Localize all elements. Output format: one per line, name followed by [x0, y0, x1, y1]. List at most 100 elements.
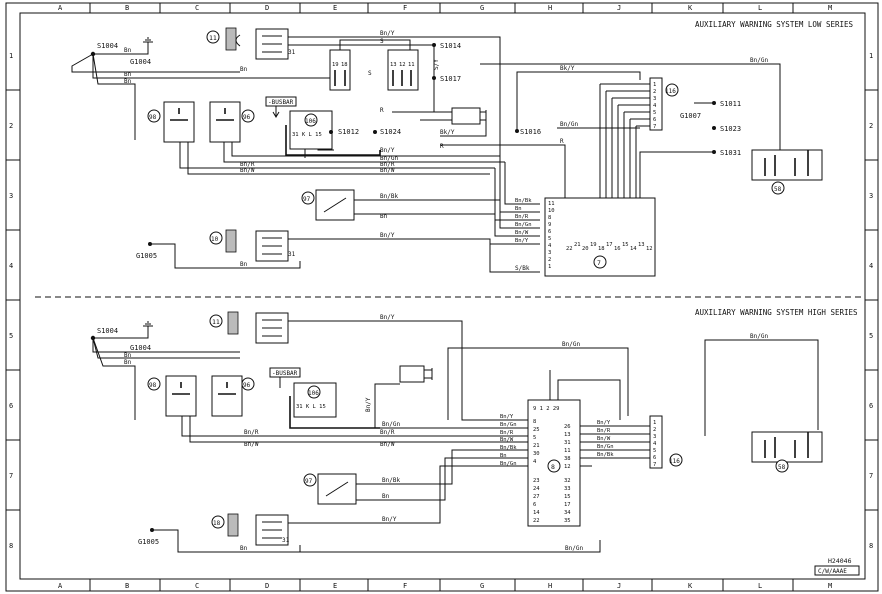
- low-116-down-lines: [599, 84, 637, 240]
- high-wire-bngn-bottom: [300, 540, 601, 553]
- low-7-wire-label-2: Bn: [515, 206, 522, 212]
- low-busbar-tag: [265, 96, 297, 107]
- low-wire-label-bngn-mid: Bn/Gn: [560, 121, 578, 128]
- high-component-106-tag: [307, 385, 321, 399]
- low-s1014-label: S1014: [440, 42, 461, 50]
- low-wire-label-r-to-7: R: [560, 138, 564, 145]
- grid-row-2-right: 2: [869, 122, 873, 130]
- low-sensor-leads: [420, 111, 452, 121]
- low-component-106-tag: [304, 113, 318, 127]
- low-series-diagram: S1004 Bn Bn Bn Bn G1004 11 31 Bn/Y S S10…: [71, 27, 823, 277]
- low-s1024-label: S1024: [380, 128, 401, 136]
- high-8-pin-8: 8: [533, 419, 536, 425]
- low-11-contacts: [262, 35, 282, 53]
- high-wires-8-top: [549, 370, 621, 420]
- high-8-pin-26: 26: [564, 424, 571, 430]
- high-wires-98-96-out: [181, 416, 495, 443]
- high-busbar-tag: [269, 367, 301, 378]
- high-8-pin-30: 30: [533, 451, 540, 457]
- high-116-in-label-5: Bn/Bk: [597, 452, 614, 458]
- high-wire-labels-8-to-116: Bn/Y Bn/R Bn/W Bn/Gn Bn/Bk: [597, 420, 614, 458]
- low-s1017-label: S1017: [440, 75, 461, 83]
- grid-row-numbers: 1 2 3 4 5 6 7 8 1 2 3 4 5 6 7 8: [9, 52, 873, 550]
- low-s1024-dot: [373, 130, 377, 134]
- low-7-pin-19: 19: [590, 242, 597, 248]
- high-116-pin-3: 3: [653, 434, 656, 440]
- low-relay-19-18: [329, 49, 351, 91]
- low-58-bars: [764, 150, 809, 176]
- low-wires-98-96-out: [179, 142, 380, 175]
- low-wire-label-bn-b: Bn: [124, 71, 132, 78]
- low-busbar-arrow: [272, 111, 280, 118]
- high-8-pin-24: 24: [533, 486, 540, 492]
- high-8-pin-17: 17: [564, 502, 571, 508]
- low-7-pin-12: 12: [646, 246, 653, 252]
- low-wire-label-bn-c: Bn: [124, 78, 132, 85]
- low-7-wire-label-1: Bn/Bk: [515, 198, 532, 204]
- low-module-7-left-pins: 11 10 8 9 6 5 4 3 2 1: [548, 201, 555, 270]
- low-wire-label-bn-97: Bn: [380, 213, 388, 220]
- high-module-8-top-pins: 9 1 2 29: [533, 406, 560, 412]
- high-8-pin-33: 33: [564, 486, 571, 492]
- high-wire-label-bngn-top: Bn/Gn: [562, 341, 580, 348]
- low-wire-bky-sensor: [440, 122, 487, 137]
- high-8-pin-22: 22: [533, 518, 540, 524]
- high-116-pin-5: 5: [653, 448, 656, 454]
- high-8-pin-12: 12: [564, 464, 571, 470]
- high-8-pin-34: 34: [564, 510, 571, 516]
- low-116-feed-lines: [600, 83, 650, 127]
- high-wire-label-bn-a: Bn: [124, 352, 132, 359]
- grid-col-g-top: G: [480, 4, 484, 12]
- low-relay-pin-19: 19: [332, 62, 339, 68]
- low-relay-pin-11: 11: [408, 62, 415, 68]
- high-11-contacts: [262, 319, 282, 337]
- grid-col-c-bottom: C: [195, 582, 199, 590]
- low-component-98-label: 98: [149, 114, 157, 121]
- low-7-pin-3: 3: [548, 250, 551, 256]
- grid-row-4-right: 4: [869, 262, 873, 270]
- title-high-series: AUXILIARY WARNING SYSTEM HIGH SERIES: [695, 308, 858, 317]
- low-7-pin-21: 21: [574, 242, 581, 248]
- low-116-pin-2: 2: [653, 89, 656, 95]
- low-7-pin-17: 17: [606, 242, 613, 248]
- high-116-in-label-2: Bn/R: [597, 428, 611, 434]
- high-116-pin-7: 7: [653, 462, 656, 468]
- low-s1031-label: S1031: [720, 149, 741, 157]
- low-relay-r-mark: R: [380, 107, 384, 114]
- low-wire-label-bky-top: Bk/Y: [560, 65, 575, 72]
- grid-col-b-bottom: B: [125, 582, 129, 590]
- low-7-pin-5: 5: [548, 236, 551, 242]
- low-7-wire-label-4: Bn/Gn: [515, 222, 532, 228]
- high-component-18-label: 18: [213, 520, 221, 527]
- high-component-106-label: 106: [308, 390, 319, 397]
- low-7-pin-6: 6: [548, 229, 551, 235]
- low-7-pin-22: 22: [566, 246, 573, 252]
- low-wire-10-bny: [288, 238, 540, 245]
- high-8-pin-14: 14: [533, 510, 540, 516]
- low-106-pins: 31 K L 15: [292, 132, 322, 138]
- high-g1005-label: G1005: [138, 538, 159, 546]
- high-wire-s1004-g1004: [93, 330, 149, 339]
- high-8-in-label-5: Bn/Bk: [500, 445, 517, 451]
- grid-col-a-bottom: A: [58, 582, 63, 590]
- low-component-96-tag: [241, 109, 255, 123]
- low-wire-label-sy: S/Y: [433, 59, 440, 70]
- low-wire-g1005: [150, 243, 301, 269]
- high-sensor-body: [399, 365, 425, 383]
- low-s1016-label: S1016: [520, 128, 541, 136]
- high-wire-label-bny-18: Bn/Y: [382, 516, 397, 523]
- grid-col-m-bottom: M: [828, 582, 832, 590]
- high-wire-label-bny-top: Bn/Y: [380, 314, 395, 321]
- low-wire-label-bn-g1005: Bn: [240, 261, 248, 268]
- high-module-8-lower-pins: 23 24 27 6 14 22 32 33 15 17 34 35: [533, 478, 571, 524]
- high-8-pin-31: 31: [564, 440, 571, 446]
- low-wire-label-bnbk: Bn/Bk: [380, 193, 398, 200]
- low-7-pin-4: 4: [548, 243, 552, 249]
- high-8-in-label-4: Bn/W: [500, 437, 514, 443]
- low-7-wire-label-5: Bn/W: [515, 230, 529, 236]
- low-relay-pin-18: 18: [341, 62, 348, 68]
- high-106-thick-loop: [289, 396, 380, 429]
- high-module-8-tag: [547, 459, 561, 473]
- low-module-7-label: 7: [597, 259, 601, 267]
